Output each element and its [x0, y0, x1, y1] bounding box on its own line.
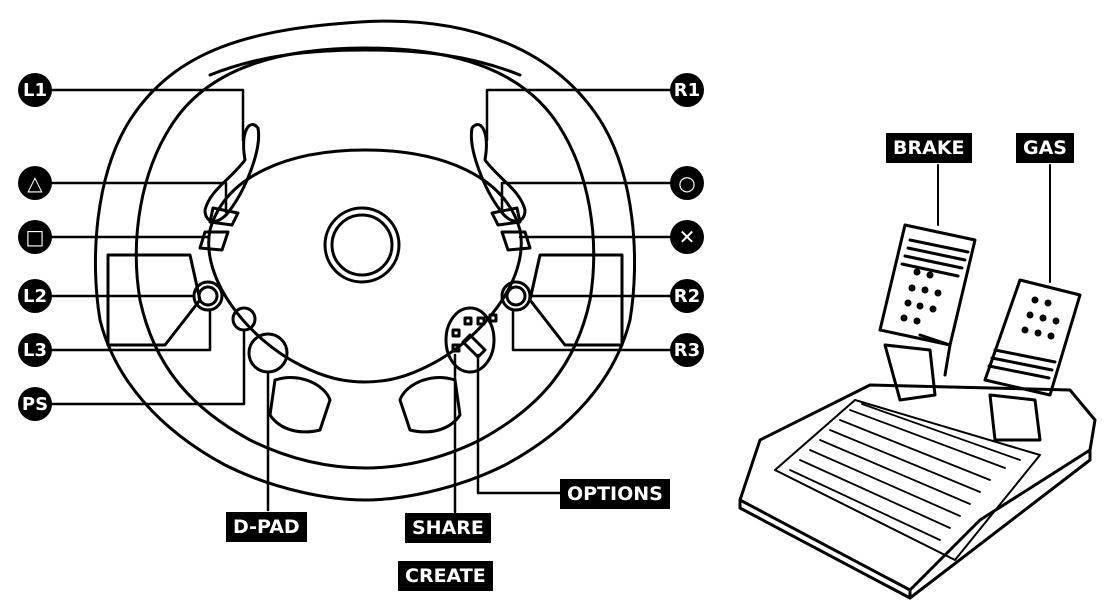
- l2-label: L2: [23, 285, 47, 307]
- ps-label: PS: [21, 393, 49, 415]
- wheel-hub: [207, 148, 523, 384]
- steering-wheel: [93, 19, 637, 502]
- square-icon: □: [25, 225, 45, 249]
- r3-label: R3: [673, 339, 701, 361]
- cross-callout: ✕: [670, 220, 704, 254]
- r2-callout: R2: [670, 279, 704, 313]
- cross-icon: ✕: [678, 225, 696, 249]
- l1-callout: L1: [18, 73, 52, 107]
- gas-pedal: [983, 278, 1082, 397]
- triangle-icon: △: [27, 171, 43, 195]
- gas-callout: GAS: [1016, 133, 1074, 163]
- pedal-set: [738, 164, 1097, 600]
- circle-callout: ○: [670, 166, 704, 200]
- ps-callout: PS: [18, 387, 52, 421]
- l3-label: L3: [23, 339, 47, 361]
- dpad-callout: D-PAD: [226, 512, 307, 542]
- share-callout: SHARE: [405, 513, 491, 543]
- wheel-center-logo: [323, 206, 401, 284]
- pedal-holes: [900, 268, 1060, 340]
- circle-icon: ○: [678, 171, 696, 195]
- triangle-callout: △: [18, 166, 52, 200]
- r3-callout: R3: [670, 333, 704, 367]
- leader-lines: [50, 88, 672, 514]
- l3-callout: L3: [18, 333, 52, 367]
- options-callout: OPTIONS: [560, 479, 670, 509]
- l2-callout: L2: [18, 279, 52, 313]
- square-callout: □: [18, 220, 52, 254]
- brake-callout: BRAKE: [886, 133, 972, 163]
- r1-label: R1: [673, 79, 701, 101]
- create-callout: CREATE: [398, 561, 493, 591]
- l1-label: L1: [23, 79, 47, 101]
- r1-callout: R1: [670, 73, 704, 107]
- r2-label: R2: [673, 285, 701, 307]
- ps-button: [231, 306, 257, 332]
- options-cluster: [444, 306, 496, 374]
